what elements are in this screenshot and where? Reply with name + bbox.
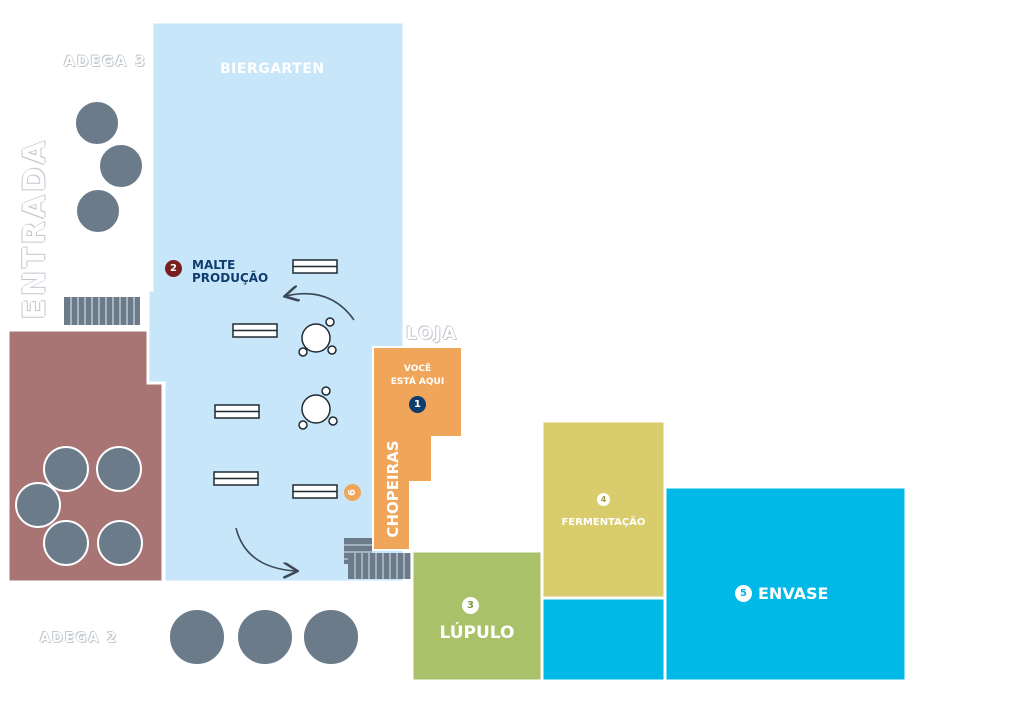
- lupulo-area: [410, 549, 544, 683]
- tank-icon: [96, 446, 142, 492]
- voce-label: VOCÊ: [403, 364, 432, 374]
- loja-label: LOJA: [406, 324, 459, 344]
- adega-2-label: ADEGA 2: [40, 631, 119, 646]
- voce-aqui-number-badge: 1: [409, 396, 426, 413]
- chopeiras-label: CHOPEIRAS: [384, 440, 402, 538]
- tank-icon: [15, 482, 61, 528]
- tank-icon: [98, 143, 144, 189]
- tank-icon: [43, 446, 89, 492]
- tank-icon: [168, 608, 226, 666]
- tank-icon: [74, 100, 120, 146]
- producao-label: PRODUÇÃO: [192, 271, 269, 285]
- envase-label: ENVASE: [758, 584, 829, 603]
- lupulo-label: LÚPULO: [439, 623, 515, 643]
- adega-3-label: ADEGA 3: [64, 54, 147, 70]
- bench-icon: [292, 484, 338, 499]
- malte-number-badge: 2: [165, 260, 182, 277]
- lupulo-number-badge: 3: [462, 597, 479, 614]
- entrada-label: ENTRADA: [17, 137, 53, 320]
- loja-chopeiras-area: [372, 346, 463, 551]
- envase-annex-area: [540, 596, 668, 683]
- biergarten-area: [146, 20, 406, 584]
- tank-icon: [302, 608, 360, 666]
- chopeiras-number-badge: 6: [344, 484, 361, 501]
- bench-icon: [214, 404, 260, 419]
- round-table-icon: [298, 386, 338, 430]
- fermentacao-number-badge: 4: [597, 493, 610, 506]
- flow-arrow-icon: [286, 294, 355, 321]
- envase-number-badge: 5: [735, 585, 752, 602]
- tank-icon: [236, 608, 294, 666]
- bench-icon: [213, 471, 259, 486]
- tank-icon: [43, 520, 89, 566]
- biergarten-label: BIERGARTEN: [220, 61, 325, 77]
- round-table-icon: [298, 317, 337, 357]
- entrance-stairs: [64, 297, 140, 325]
- malte-label: MALTE: [192, 258, 236, 272]
- flow-arrow-icon: [235, 527, 296, 571]
- fermentacao-label: FERMENTAÇÃO: [561, 517, 646, 528]
- bench-icon: [292, 259, 338, 274]
- tank-icon: [75, 188, 121, 234]
- bench-icon: [232, 323, 278, 338]
- esta-aqui-label: ESTÁ AQUI: [390, 377, 445, 387]
- fermentacao-area: [540, 419, 667, 600]
- envase-area: [663, 485, 908, 683]
- tank-icon: [97, 520, 143, 566]
